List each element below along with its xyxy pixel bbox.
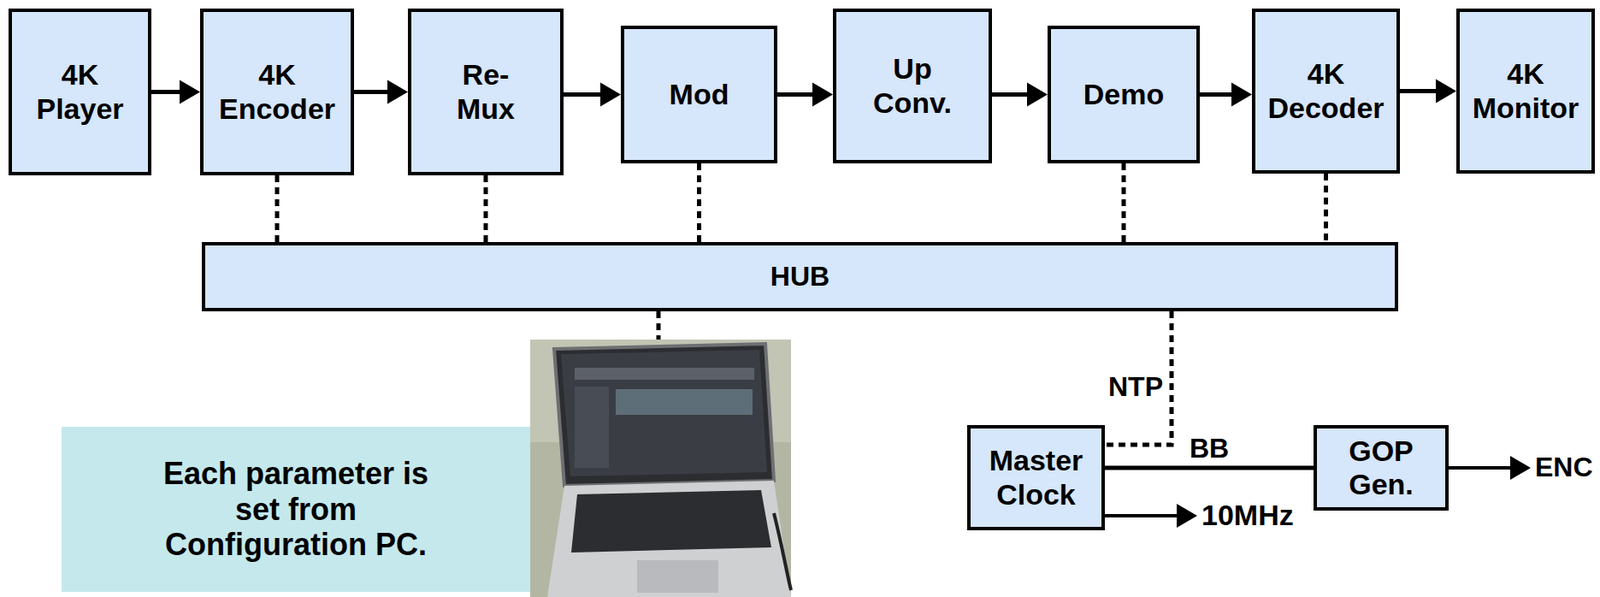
connector	[485, 175, 487, 243]
connector	[354, 80, 408, 105]
connector	[1399, 79, 1457, 104]
connector-line	[1104, 466, 1314, 471]
connector-line	[275, 175, 280, 243]
arrow-head	[179, 80, 201, 105]
signal-name: 10MHz	[1201, 498, 1294, 532]
process-box: Up Conv.	[832, 8, 992, 164]
photo-ground	[530, 339, 792, 597]
process-box: 4K Decoder	[1251, 8, 1400, 174]
laptop-cable	[773, 513, 792, 591]
node-label: GOP Gen.	[1348, 434, 1414, 502]
node-label: 4K Monitor	[1472, 57, 1580, 124]
node-label: 4K Player	[35, 58, 124, 125]
process-box: 4K Monitor	[1456, 8, 1595, 174]
process-box: 4K Player	[8, 8, 152, 176]
node-label: 4K Decoder	[1267, 57, 1384, 124]
generator-box: GOP Gen.	[1313, 425, 1449, 511]
connector	[1104, 467, 1314, 469]
laptop-lid	[554, 343, 774, 486]
connector-line	[696, 163, 702, 243]
process-box: 4K Encoder	[200, 8, 355, 176]
laptop-photo	[530, 339, 792, 597]
connector-line	[777, 92, 816, 97]
arrow-head	[1027, 82, 1048, 107]
connector	[1325, 173, 1327, 243]
connector-line	[563, 92, 604, 97]
connector-line	[484, 175, 489, 243]
process-box: Mod	[620, 25, 778, 164]
node-label: Mod	[669, 77, 730, 112]
process-box: Re- Mux	[407, 8, 564, 176]
screen-panel	[615, 389, 753, 415]
connector	[777, 82, 833, 107]
note-box: Each parameter is set from Configuration…	[61, 426, 531, 592]
connector-line	[991, 92, 1031, 97]
signal-arrow	[1448, 466, 1512, 470]
screen-sidebar	[574, 386, 609, 468]
arrow-head	[600, 82, 621, 107]
connector	[151, 80, 201, 105]
connector	[1123, 163, 1125, 243]
leader-line	[656, 311, 662, 340]
node-label: Demo	[1083, 77, 1164, 112]
connector	[991, 82, 1048, 107]
arrow-head	[1510, 455, 1531, 480]
node-label: 4K Encoder	[218, 58, 336, 125]
hub-bar: HUB	[201, 242, 1399, 312]
node-label: Each parameter is set from Configuration…	[148, 455, 444, 562]
node-label: Master Clock	[989, 443, 1084, 511]
node-label: Re- Mux	[456, 58, 515, 125]
laptop-screen	[560, 349, 768, 477]
connector-line	[354, 89, 391, 95]
connector-line	[1121, 163, 1127, 243]
arrow-head	[1176, 503, 1198, 528]
screen-bar	[574, 367, 755, 380]
clock-box: Master Clock	[967, 425, 1105, 531]
node-label: HUB	[770, 260, 830, 293]
connector-line	[1323, 173, 1329, 243]
connector	[1104, 311, 1172, 445]
signal-name: ENC	[1535, 451, 1594, 484]
connector-line	[1104, 311, 1172, 445]
node-label: Up Conv.	[873, 52, 952, 119]
signal-arrow	[1104, 513, 1179, 518]
arrow-head	[387, 80, 408, 105]
connector	[277, 175, 278, 243]
connector-line	[151, 89, 184, 95]
laptop-base	[547, 480, 792, 597]
connector-line	[1399, 88, 1440, 94]
process-box: Demo	[1047, 25, 1200, 164]
edge-label: BB	[1189, 432, 1229, 465]
connector	[698, 163, 700, 243]
laptop-touchpad	[637, 560, 719, 593]
laptop-keyboard	[571, 490, 772, 553]
edge-label: NTP	[1108, 371, 1164, 403]
arrow-head	[1435, 79, 1457, 104]
arrow-head	[812, 82, 833, 107]
connector-line	[1199, 92, 1235, 97]
connector	[563, 82, 621, 107]
arrow-head	[1231, 82, 1252, 107]
connector	[1199, 82, 1252, 107]
